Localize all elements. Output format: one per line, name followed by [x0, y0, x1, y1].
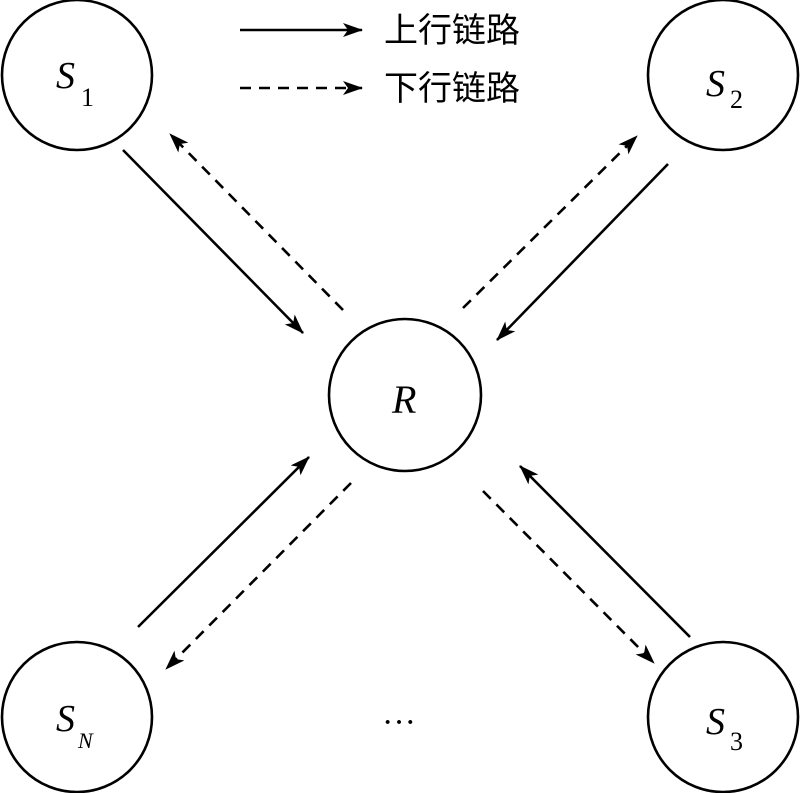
downlink-relay-to-sn — [165, 482, 352, 670]
legend: 上行链路 下行链路 — [240, 11, 520, 109]
node-relay-label: R — [391, 377, 416, 422]
node-s2-circle — [646, 0, 800, 152]
downlink-relay-to-s1 — [169, 133, 344, 311]
node-s1: S 1 — [0, 0, 154, 152]
node-sn-label: S — [56, 698, 75, 740]
node-s2-label: S — [706, 63, 725, 105]
node-s2-subscript: 2 — [730, 85, 743, 114]
uplink-s1-to-relay — [122, 149, 304, 334]
node-s3-subscript: 3 — [730, 727, 743, 756]
node-s1-circle — [0, 0, 154, 152]
downlink-relay-to-s2 — [462, 135, 638, 309]
node-s1-label: S — [56, 55, 75, 97]
legend-uplink-label: 上行链路 — [384, 11, 520, 51]
uplink-s2-to-relay — [496, 163, 669, 341]
uplink-s3-to-relay — [519, 465, 691, 638]
node-s3: S 3 — [646, 640, 800, 793]
node-s3-label: S — [706, 701, 725, 743]
node-s2: S 2 — [646, 0, 800, 152]
downlink-relay-to-s3 — [482, 490, 655, 664]
node-sn: S N — [0, 640, 154, 793]
uplink-sn-to-relay — [137, 456, 310, 628]
node-relay: R — [327, 317, 483, 473]
node-s3-circle — [646, 640, 800, 793]
node-s1-subscript: 1 — [81, 83, 94, 112]
node-sn-subscript: N — [77, 728, 94, 753]
legend-downlink-label: 下行链路 — [384, 69, 520, 109]
node-relay-circle — [327, 317, 483, 473]
node-sn-circle — [0, 640, 154, 793]
ellipsis: ··· — [382, 704, 416, 741]
